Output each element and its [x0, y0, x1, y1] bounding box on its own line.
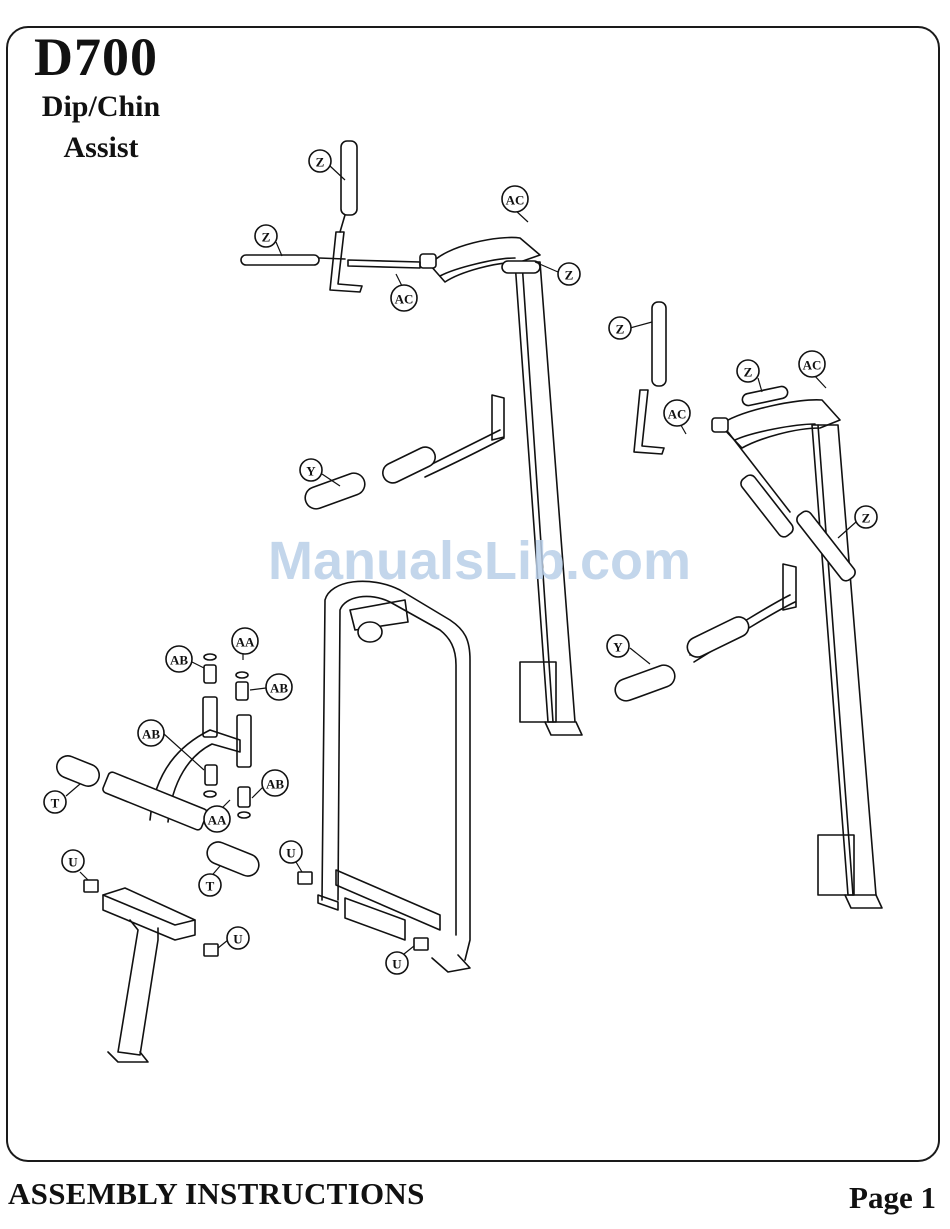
svg-text:AB: AB — [270, 681, 288, 696]
callout-z-2: Z — [255, 225, 277, 247]
svg-text:AA: AA — [208, 813, 227, 828]
right-dip-upright — [612, 302, 882, 908]
svg-text:Z: Z — [316, 155, 325, 170]
svg-text:U: U — [286, 846, 296, 861]
callout-ab-1: AB — [166, 646, 192, 672]
svg-text:AA: AA — [236, 635, 255, 650]
callout-z-3: Z — [558, 263, 580, 285]
svg-text:Z: Z — [862, 511, 871, 526]
callout-y-2: Y — [607, 635, 629, 657]
callout-aa-2: AA — [204, 806, 230, 832]
callout-ac-4: AC — [664, 400, 690, 426]
svg-text:U: U — [392, 957, 402, 972]
svg-text:AC: AC — [803, 358, 822, 373]
svg-text:AC: AC — [506, 193, 525, 208]
callout-t-1: T — [44, 791, 66, 813]
svg-text:AC: AC — [668, 407, 687, 422]
svg-text:AB: AB — [170, 653, 188, 668]
callout-u-4: U — [386, 952, 408, 974]
svg-text:AB: AB — [266, 777, 284, 792]
callout-u-2: U — [227, 927, 249, 949]
callout-ac-2: AC — [391, 285, 417, 311]
footer-title: ASSEMBLY INSTRUCTIONS — [8, 1176, 425, 1212]
callout-aa-1: AA — [232, 628, 258, 654]
callout-z-5: Z — [737, 360, 759, 382]
callout-z-4: Z — [609, 317, 631, 339]
callout-ac-1: AC — [502, 186, 528, 212]
callout-u-1: U — [62, 850, 84, 872]
callout-y-1: Y — [300, 459, 322, 481]
base-stand — [84, 872, 428, 1062]
svg-text:Y: Y — [306, 464, 316, 479]
main-arch-frame — [318, 581, 470, 972]
svg-text:T: T — [51, 796, 60, 811]
svg-text:Z: Z — [744, 365, 753, 380]
callout-z-6: Z — [855, 506, 877, 528]
callout-ab-4: AB — [262, 770, 288, 796]
callout-z-1: Z — [309, 150, 331, 172]
svg-text:Z: Z — [616, 322, 625, 337]
callout-t-2: T — [199, 874, 221, 896]
svg-text:T: T — [206, 879, 215, 894]
svg-text:AB: AB — [142, 727, 160, 742]
svg-text:Y: Y — [613, 640, 623, 655]
left-dip-upright — [241, 141, 582, 735]
callout-ab-2: AB — [266, 674, 292, 700]
callout-ab-3: AB — [138, 720, 164, 746]
watermark: ManualsLib.com — [268, 530, 691, 592]
svg-text:U: U — [233, 932, 243, 947]
callout-u-3: U — [280, 841, 302, 863]
svg-text:Z: Z — [262, 230, 271, 245]
svg-text:Z: Z — [565, 268, 574, 283]
assist-pivot-assembly — [53, 654, 262, 879]
svg-text:AC: AC — [395, 292, 414, 307]
page-number: Page 1 — [849, 1180, 936, 1216]
svg-text:U: U — [68, 855, 78, 870]
callout-ac-3: AC — [799, 351, 825, 377]
